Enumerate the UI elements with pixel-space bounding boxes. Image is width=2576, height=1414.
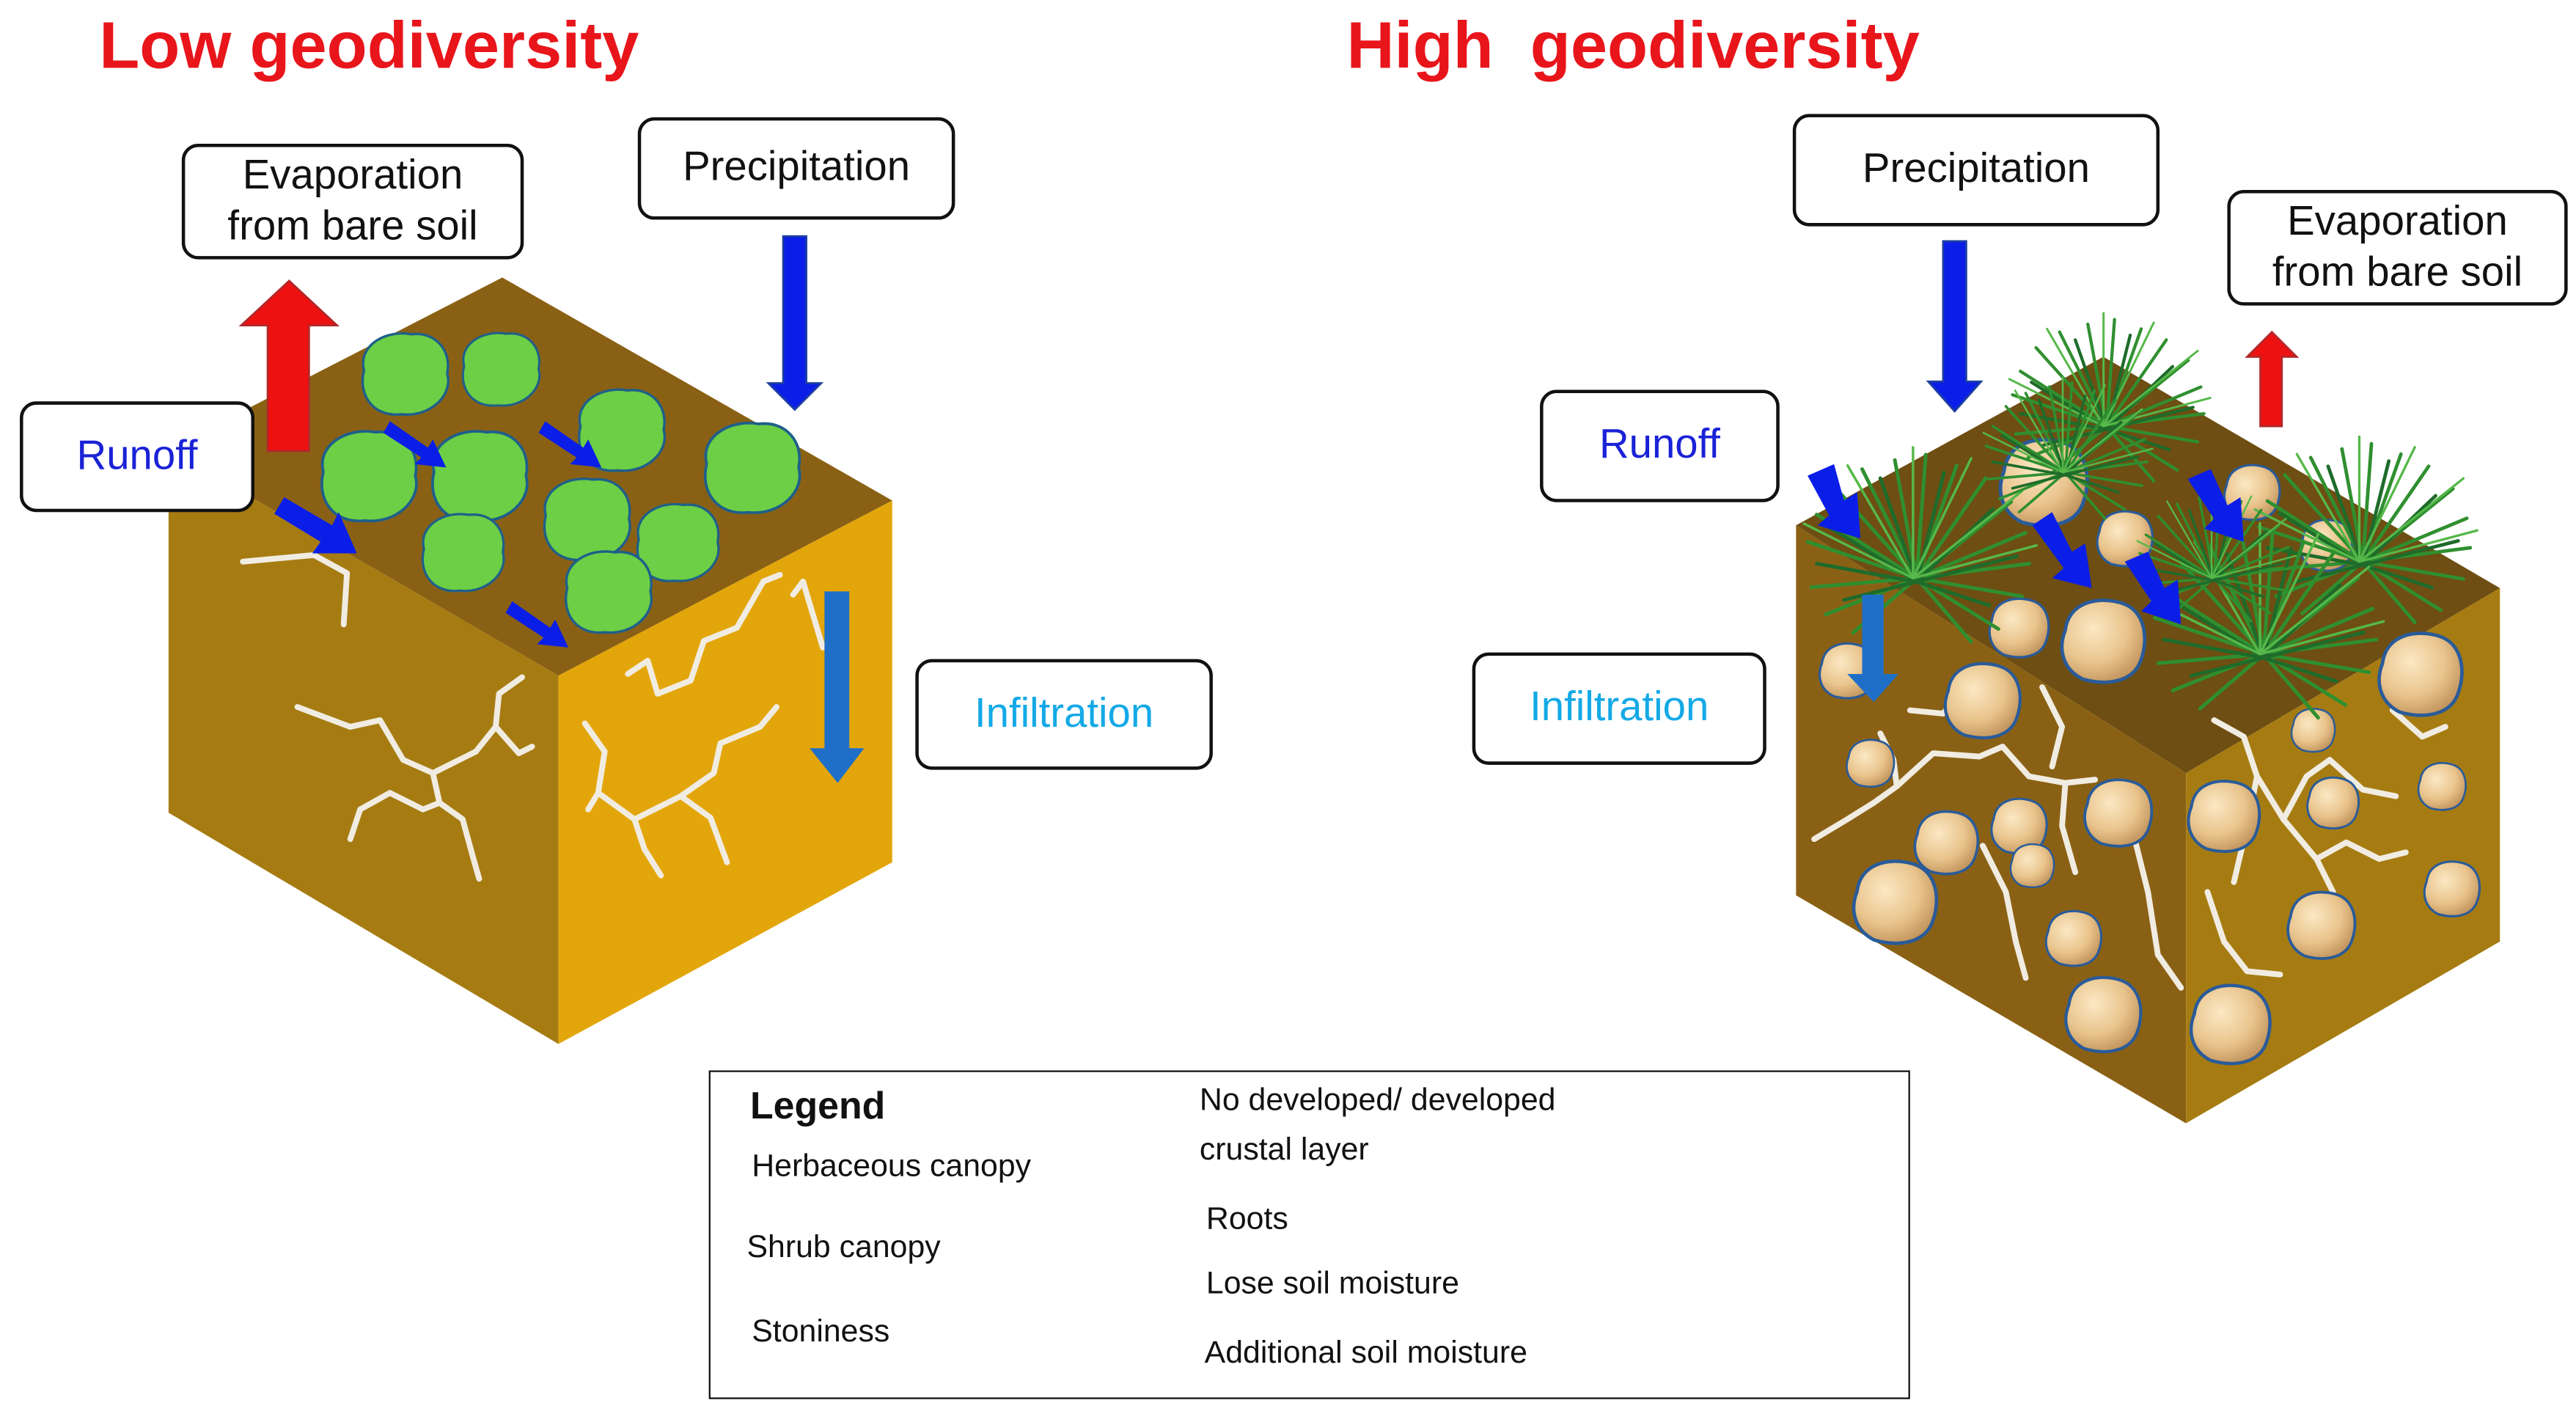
legend-crust-label-line1: No developed/ developed	[1199, 1083, 1556, 1118]
legend-crust-label-line2: crustal layer	[1199, 1133, 1369, 1168]
right-infiltration-label: Infiltration	[1530, 684, 1709, 731]
left-evaporation-box: Evaporation from bare soil	[181, 143, 524, 260]
left-infiltration-box: Infiltration	[915, 659, 1213, 770]
left-runoff-label: Runoff	[76, 432, 198, 479]
left-precipitation-label: Precipitation	[683, 144, 911, 191]
legend-title: Legend	[749, 1083, 886, 1127]
right-infiltration-arrow	[1847, 594, 1899, 703]
legend-lose-moisture-label: Lose soil moisture	[1206, 1267, 1459, 1302]
right-runoff-label: Runoff	[1599, 422, 1720, 469]
heading-high-geodiversity: High geodiversity	[1346, 10, 1920, 83]
right-precipitation-arrow	[1926, 240, 1984, 413]
left-evaporation-arrow	[238, 279, 340, 453]
left-infiltration-arrow	[810, 591, 865, 783]
left-precipitation-box: Precipitation	[637, 117, 955, 220]
right-runoff-arrow	[1808, 464, 1861, 539]
legend-panel	[708, 1070, 1910, 1399]
right-evaporation-box: Evaporation from bare soil	[2227, 190, 2568, 306]
left-runoff-arrow	[274, 497, 357, 554]
left-runoff-box: Runoff	[20, 401, 255, 513]
right-evaporation-arrow	[2245, 330, 2300, 428]
left-evaporation-line2: from bare soil	[227, 203, 478, 250]
right-surface-flow-arrows	[2032, 469, 2244, 625]
left-infiltration-label: Infiltration	[974, 690, 1154, 737]
right-evaporation-line2: from bare soil	[2272, 249, 2523, 296]
legend-roots-label: Roots	[1206, 1202, 1288, 1237]
legend-stoniness-label: Stoniness	[752, 1314, 890, 1350]
legend-herbaceous-label: Herbaceous canopy	[752, 1149, 1032, 1184]
legend-additional-moisture-label: Additional soil moisture	[1204, 1336, 1527, 1371]
right-roots	[1811, 684, 2448, 991]
left-soil-cube	[168, 277, 892, 1044]
left-evaporation-line1: Evaporation	[242, 151, 463, 198]
left-roots	[240, 552, 826, 882]
heading-low-geodiversity: Low geodiversity	[99, 10, 639, 83]
left-precipitation-arrow	[766, 235, 824, 411]
right-precipitation-box: Precipitation	[1792, 114, 2160, 227]
right-runoff-box: Runoff	[1540, 389, 1780, 502]
legend-shrub-label: Shrub canopy	[746, 1230, 941, 1266]
right-evaporation-line1: Evaporation	[2287, 197, 2508, 244]
right-infiltration-box: Infiltration	[1472, 652, 1766, 765]
right-precipitation-label: Precipitation	[1862, 146, 2090, 193]
left-surface-flow-arrows	[383, 421, 602, 648]
